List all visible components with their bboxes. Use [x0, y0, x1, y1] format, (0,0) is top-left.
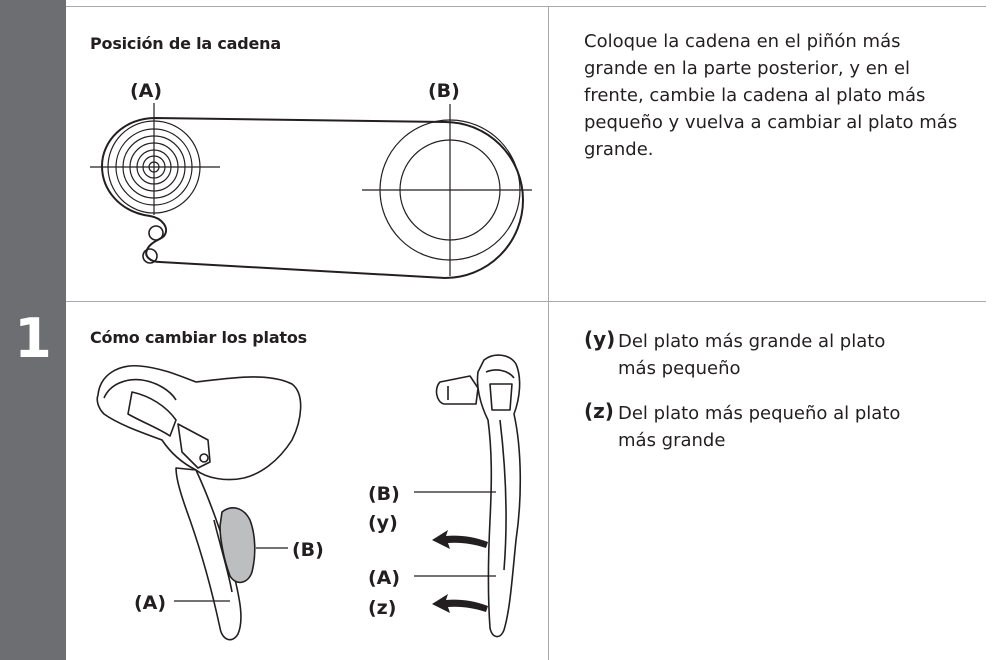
arrow-y-icon: [432, 530, 488, 549]
list-item-z: (z) Del plato más pequeño al plato más g…: [584, 398, 944, 458]
shifting-title: Cómo cambiar los platos: [90, 328, 307, 347]
step-sidebar: 1: [0, 0, 66, 660]
list-item-y: (y) Del plato más grande al plato más pe…: [584, 326, 944, 386]
label-z-right: (z): [368, 597, 396, 619]
arrow-z-icon: [432, 594, 488, 613]
label-a-left: (A): [134, 592, 166, 614]
item-text-y: Del plato más grande al plato más pequeñ…: [618, 331, 886, 379]
label-a-right: (A): [368, 567, 400, 589]
label-b-left: (B): [292, 539, 324, 561]
label-b-top: (B): [428, 80, 460, 102]
middle-rule: [66, 301, 986, 302]
label-y-right: (y): [368, 512, 398, 534]
chain-position-title: Posición de la cadena: [90, 34, 281, 53]
lever-blade: [175, 467, 242, 641]
column-divider: [548, 6, 549, 660]
lever-hood: [96, 365, 302, 481]
label-a-top: (A): [130, 80, 162, 102]
chain-path: [100, 116, 524, 280]
chain-diagram: (A) (B): [90, 80, 532, 280]
item-key-z: (z): [584, 399, 614, 423]
lever-paddle: [219, 507, 256, 584]
item-key-y: (y): [584, 327, 616, 351]
label-b-right: (B): [368, 483, 400, 505]
chain-position-description: Coloque la cadena en el piñón más grande…: [584, 31, 958, 160]
item-text-z: Del plato más pequeño al plato más grand…: [618, 403, 901, 451]
step-number: 1: [14, 307, 52, 370]
side-lever-body: [476, 354, 522, 638]
top-rule: [66, 6, 986, 7]
